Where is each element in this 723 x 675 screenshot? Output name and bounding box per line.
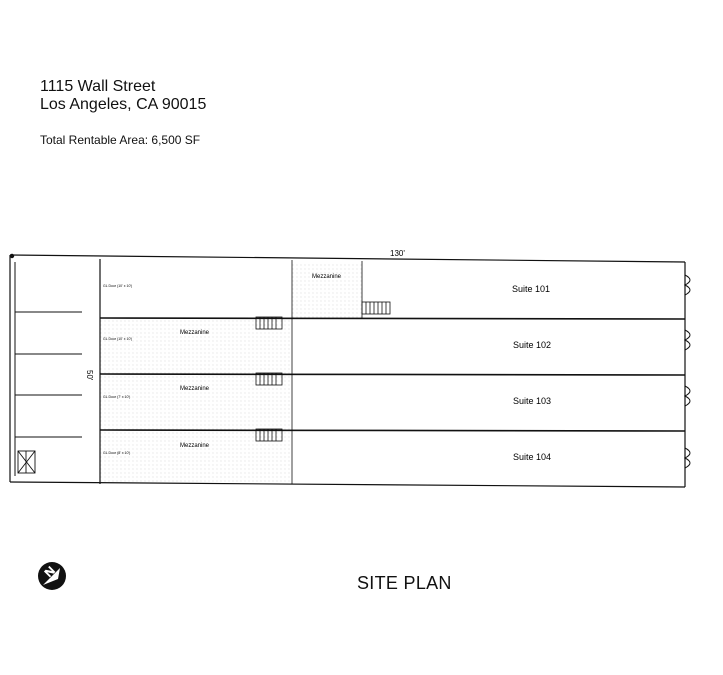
suite-101-label: Suite 101 [512,284,550,294]
demising-walls [99,260,686,484]
site-plan-title: SITE PLAN [357,573,452,593]
address-line-1: 1115 Wall Street [40,78,156,95]
mezzanine-label: Mezzanine [180,386,210,392]
mezzanine-label: Mezzanine [180,330,210,336]
mezzanine-area-104 [100,430,292,484]
accessible-stall-icon [17,450,36,474]
stair-icon [255,316,283,330]
stair-icon [255,372,283,386]
survey-point-icon [9,253,15,259]
door-note: GL Door (10' x 10') [103,284,132,288]
mezzanine-label: Mezzanine [180,443,210,449]
parking-stalls [14,262,82,476]
suite-103-label: Suite 103 [513,396,551,406]
mezzanine-area-101 [292,262,362,318]
door-note: GL Door (8' x 10') [103,451,130,455]
total-rentable-area: Total Rentable Area: 6,500 SF [40,133,201,147]
north-arrow-icon [38,562,66,590]
mezzanine-area-103 [100,374,292,430]
suite-104-label: Suite 104 [513,452,551,462]
door-note: GL Door (7' x 10') [103,395,130,399]
depth-dimension: 50' [85,370,94,381]
building-outline [9,254,686,488]
width-dimension: 130' [390,249,405,258]
stair-icon [255,428,283,442]
suite-102-label: Suite 102 [513,340,551,350]
mezzanine-label: Mezzanine [312,274,342,280]
stair-icon [361,301,391,315]
address-line-2: Los Angeles, CA 90015 [40,96,207,113]
mezzanine-area-102 [100,318,292,374]
entry-door-icon [683,274,691,469]
door-note: GL Door (10' x 10') [103,337,132,341]
